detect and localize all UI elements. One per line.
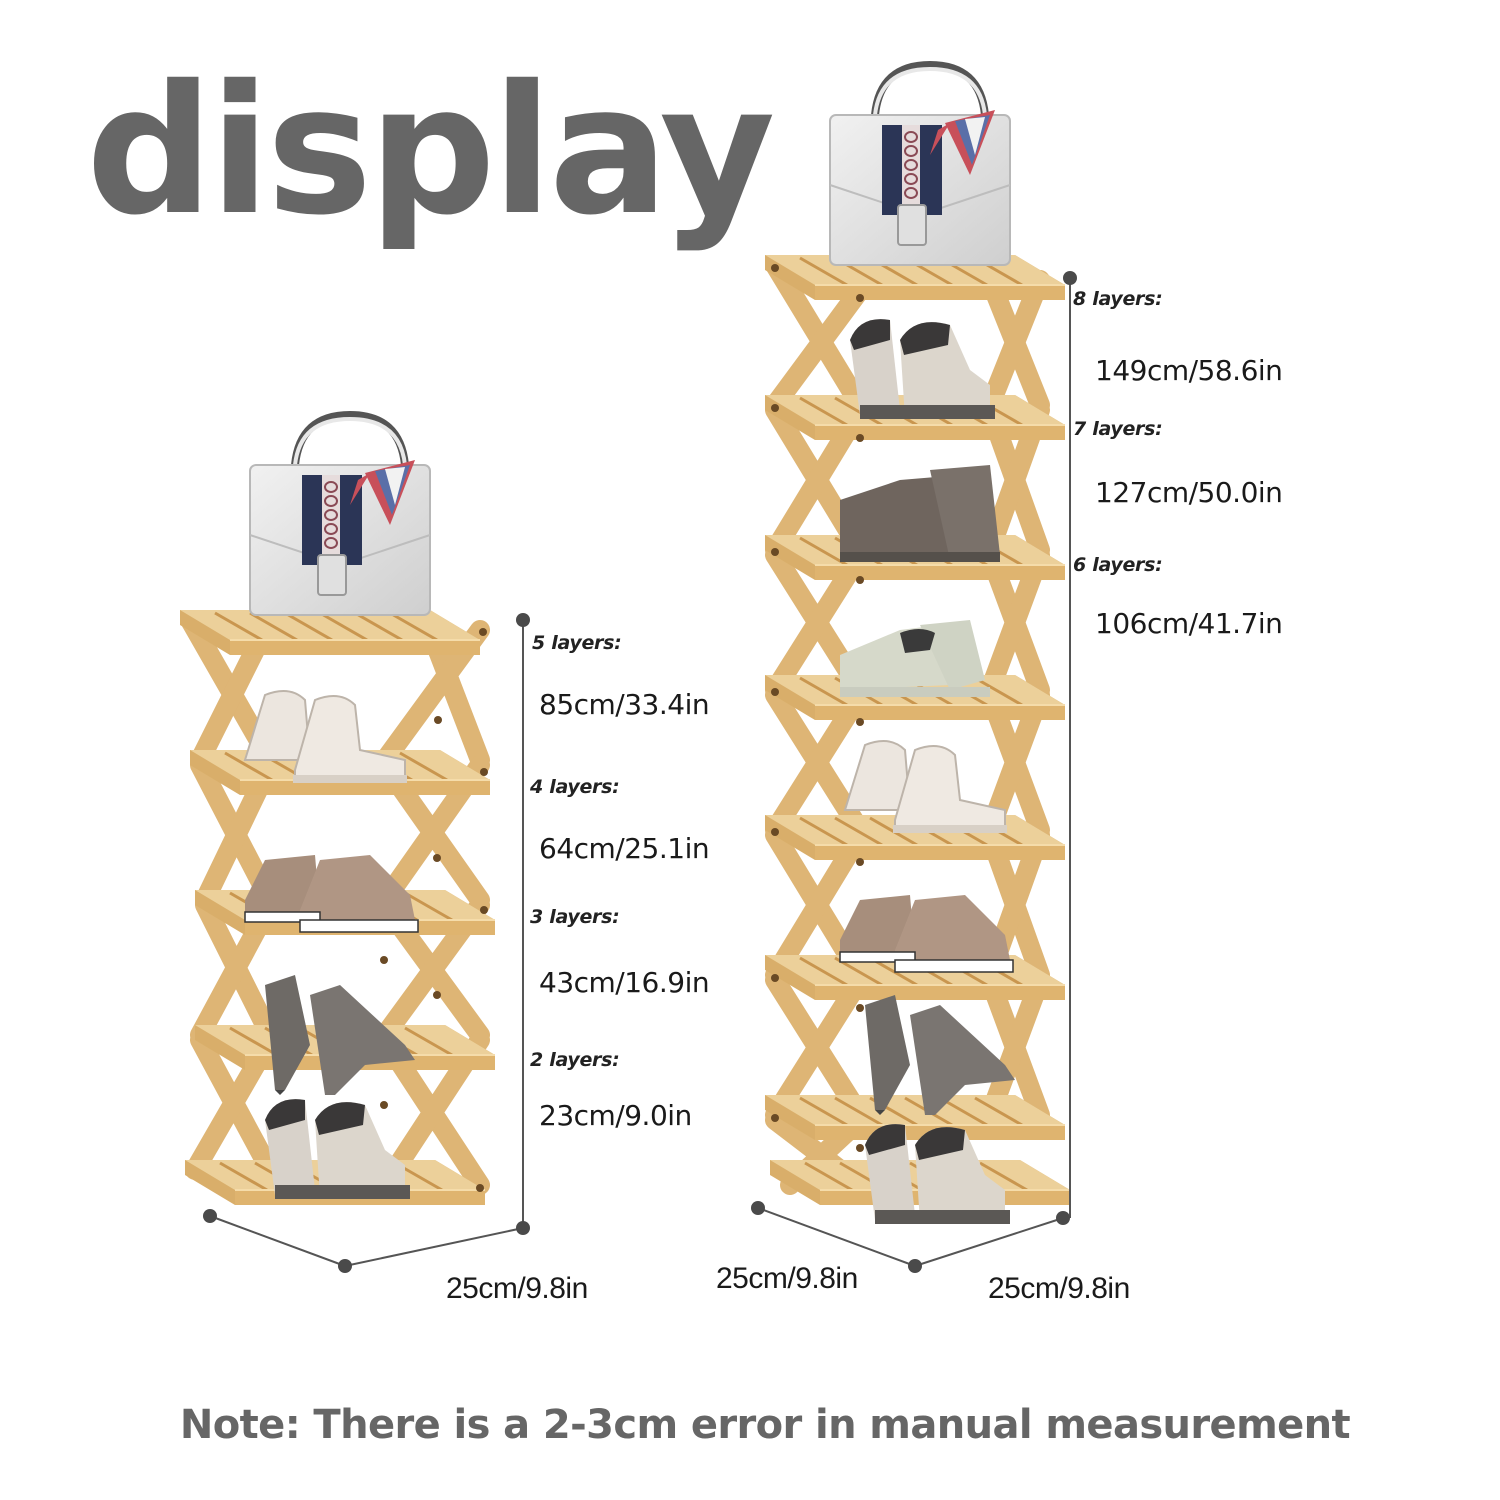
layer-label: 4 layers:	[530, 776, 620, 798]
height-value: 43cm/16.9in	[539, 966, 710, 999]
width-value: 25cm/9.8in	[988, 1272, 1130, 1305]
layer-label: 8 layers:	[1073, 288, 1163, 310]
page-title: display	[86, 47, 775, 254]
height-value: 23cm/9.0in	[539, 1099, 692, 1132]
width-value: 25cm/9.8in	[716, 1262, 858, 1295]
layer-label: 7 layers:	[1073, 418, 1163, 440]
height-value: 64cm/25.1in	[539, 832, 710, 865]
rack-5-dimension-lines	[203, 613, 530, 1273]
height-value: 85cm/33.4in	[539, 688, 710, 721]
width-value: 25cm/9.8in	[446, 1272, 588, 1305]
layer-label: 5 layers:	[532, 632, 622, 654]
layer-label: 3 layers:	[530, 906, 620, 928]
measurement-note: Note: There is a 2-3cm error in manual m…	[179, 1402, 1351, 1448]
rack-8-layers	[763, 65, 1072, 1224]
height-value: 149cm/58.6in	[1095, 354, 1283, 387]
height-value: 127cm/50.0in	[1095, 476, 1283, 509]
rack-8-dimension-lines	[751, 271, 1077, 1273]
height-value: 106cm/41.7in	[1095, 607, 1283, 640]
rack-5-layers	[178, 415, 497, 1207]
layer-label: 6 layers:	[1073, 554, 1163, 576]
layer-label: 2 layers:	[530, 1049, 620, 1071]
